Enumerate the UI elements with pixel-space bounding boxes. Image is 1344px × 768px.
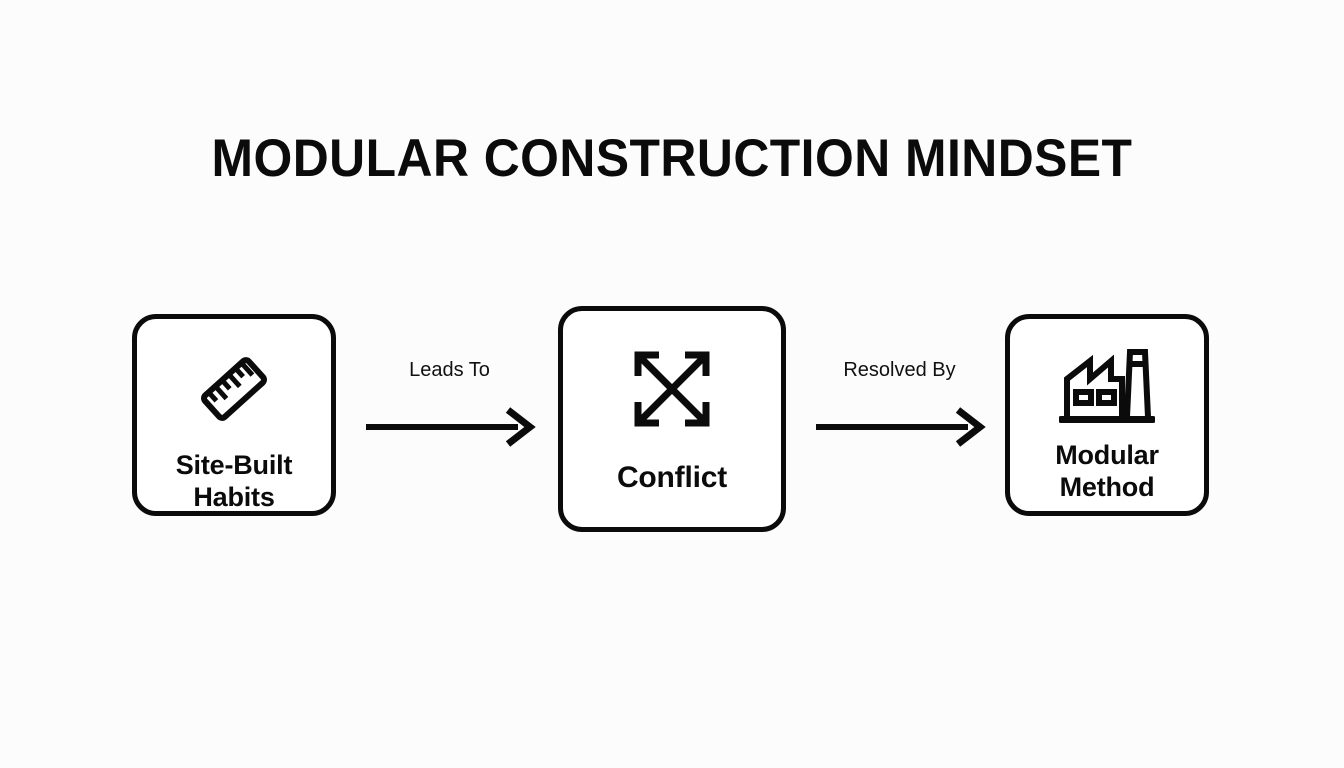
factory-icon <box>1057 341 1157 432</box>
connector-resolved-by: Resolved By <box>812 360 987 450</box>
connector-label: Resolved By <box>843 359 956 381</box>
node-conflict[interactable]: Conflict <box>558 306 786 532</box>
arrow-right-icon <box>366 407 536 447</box>
diverging-arrows-icon <box>624 341 720 442</box>
node-site-built-habits[interactable]: Site-Built Habits <box>132 314 336 516</box>
ruler-icon <box>186 341 282 442</box>
node-label: Conflict <box>616 461 728 494</box>
connector-leads-to: Leads To <box>362 360 537 450</box>
connector-label: Leads To <box>409 359 490 381</box>
page-title: MODULAR CONSTRUCTION MINDSET <box>211 129 1133 188</box>
node-label: Modular Method <box>1055 440 1159 502</box>
node-label: Site-Built Habits <box>175 450 293 512</box>
node-modular-method[interactable]: Modular Method <box>1005 314 1209 516</box>
arrow-right-icon <box>816 407 986 447</box>
